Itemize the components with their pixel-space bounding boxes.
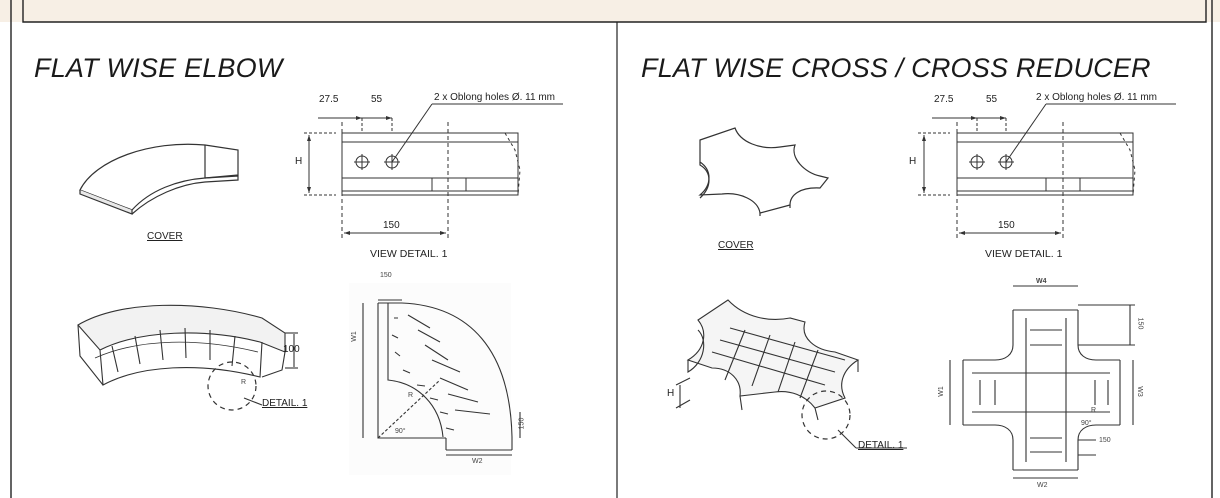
elbow-dim-55: 55	[371, 94, 383, 105]
cross-dim-27-5: 27.5	[934, 94, 954, 105]
cross-plan-angle: 90°	[1081, 420, 1092, 427]
elbow-detail-label: DETAIL. 1	[262, 398, 308, 409]
elbow-plan-150-top: 150	[380, 272, 392, 279]
cross-holes-label: 2 x Oblong holes Ø. 11 mm	[1036, 92, 1157, 103]
elbow-iso-height: 100	[283, 344, 300, 355]
elbow-plan-drawing	[349, 283, 521, 475]
section-title-elbow: FLAT WISE ELBOW	[34, 53, 283, 83]
elbow-plan-w2: W2	[472, 458, 483, 465]
cross-view-detail	[918, 103, 1176, 238]
elbow-plan-r: R	[408, 392, 414, 399]
elbow-iso-r-label: R	[241, 379, 247, 386]
cross-isometric-drawing	[675, 299, 907, 449]
elbow-plan-angle: 90°	[395, 428, 406, 435]
cross-dim-55: 55	[986, 94, 998, 105]
elbow-view-detail-label: VIEW DETAIL. 1	[370, 248, 448, 260]
cross-plan-w2: W2	[1037, 482, 1048, 489]
cross-plan-150-top: 150	[1136, 317, 1144, 330]
cross-plan-w3: W3	[1135, 386, 1143, 397]
cross-detail-label: DETAIL. 1	[858, 440, 904, 451]
cross-plan-w1: W1	[937, 386, 945, 397]
elbow-view-detail	[304, 103, 563, 238]
cross-cover-drawing	[698, 127, 830, 216]
elbow-plan-w1: W1	[350, 331, 358, 342]
section-title-cross: FLAT WISE CROSS / CROSS REDUCER	[641, 53, 1151, 83]
elbow-dim-150: 150	[383, 220, 400, 231]
elbow-cover-drawing	[79, 143, 239, 215]
cross-dim-h: H	[909, 156, 917, 167]
elbow-dim-27-5: 27.5	[319, 94, 339, 105]
elbow-dim-h: H	[295, 156, 303, 167]
cross-dim-150: 150	[998, 220, 1015, 231]
cross-cover-label: COVER	[718, 240, 754, 251]
elbow-holes-label: 2 x Oblong holes Ø. 11 mm	[434, 92, 555, 103]
cross-plan-r: R	[1091, 407, 1097, 414]
cross-plan-w4: W4	[1036, 278, 1047, 285]
elbow-plan-150-side: 150	[518, 417, 526, 430]
cross-plan-drawing	[949, 285, 1135, 479]
cross-iso-h: H	[667, 388, 675, 399]
elbow-cover-label: COVER	[147, 231, 183, 242]
cross-view-detail-label: VIEW DETAIL. 1	[985, 248, 1063, 260]
cross-plan-150-bottom: 150	[1099, 437, 1111, 444]
elbow-isometric-drawing	[77, 304, 298, 411]
